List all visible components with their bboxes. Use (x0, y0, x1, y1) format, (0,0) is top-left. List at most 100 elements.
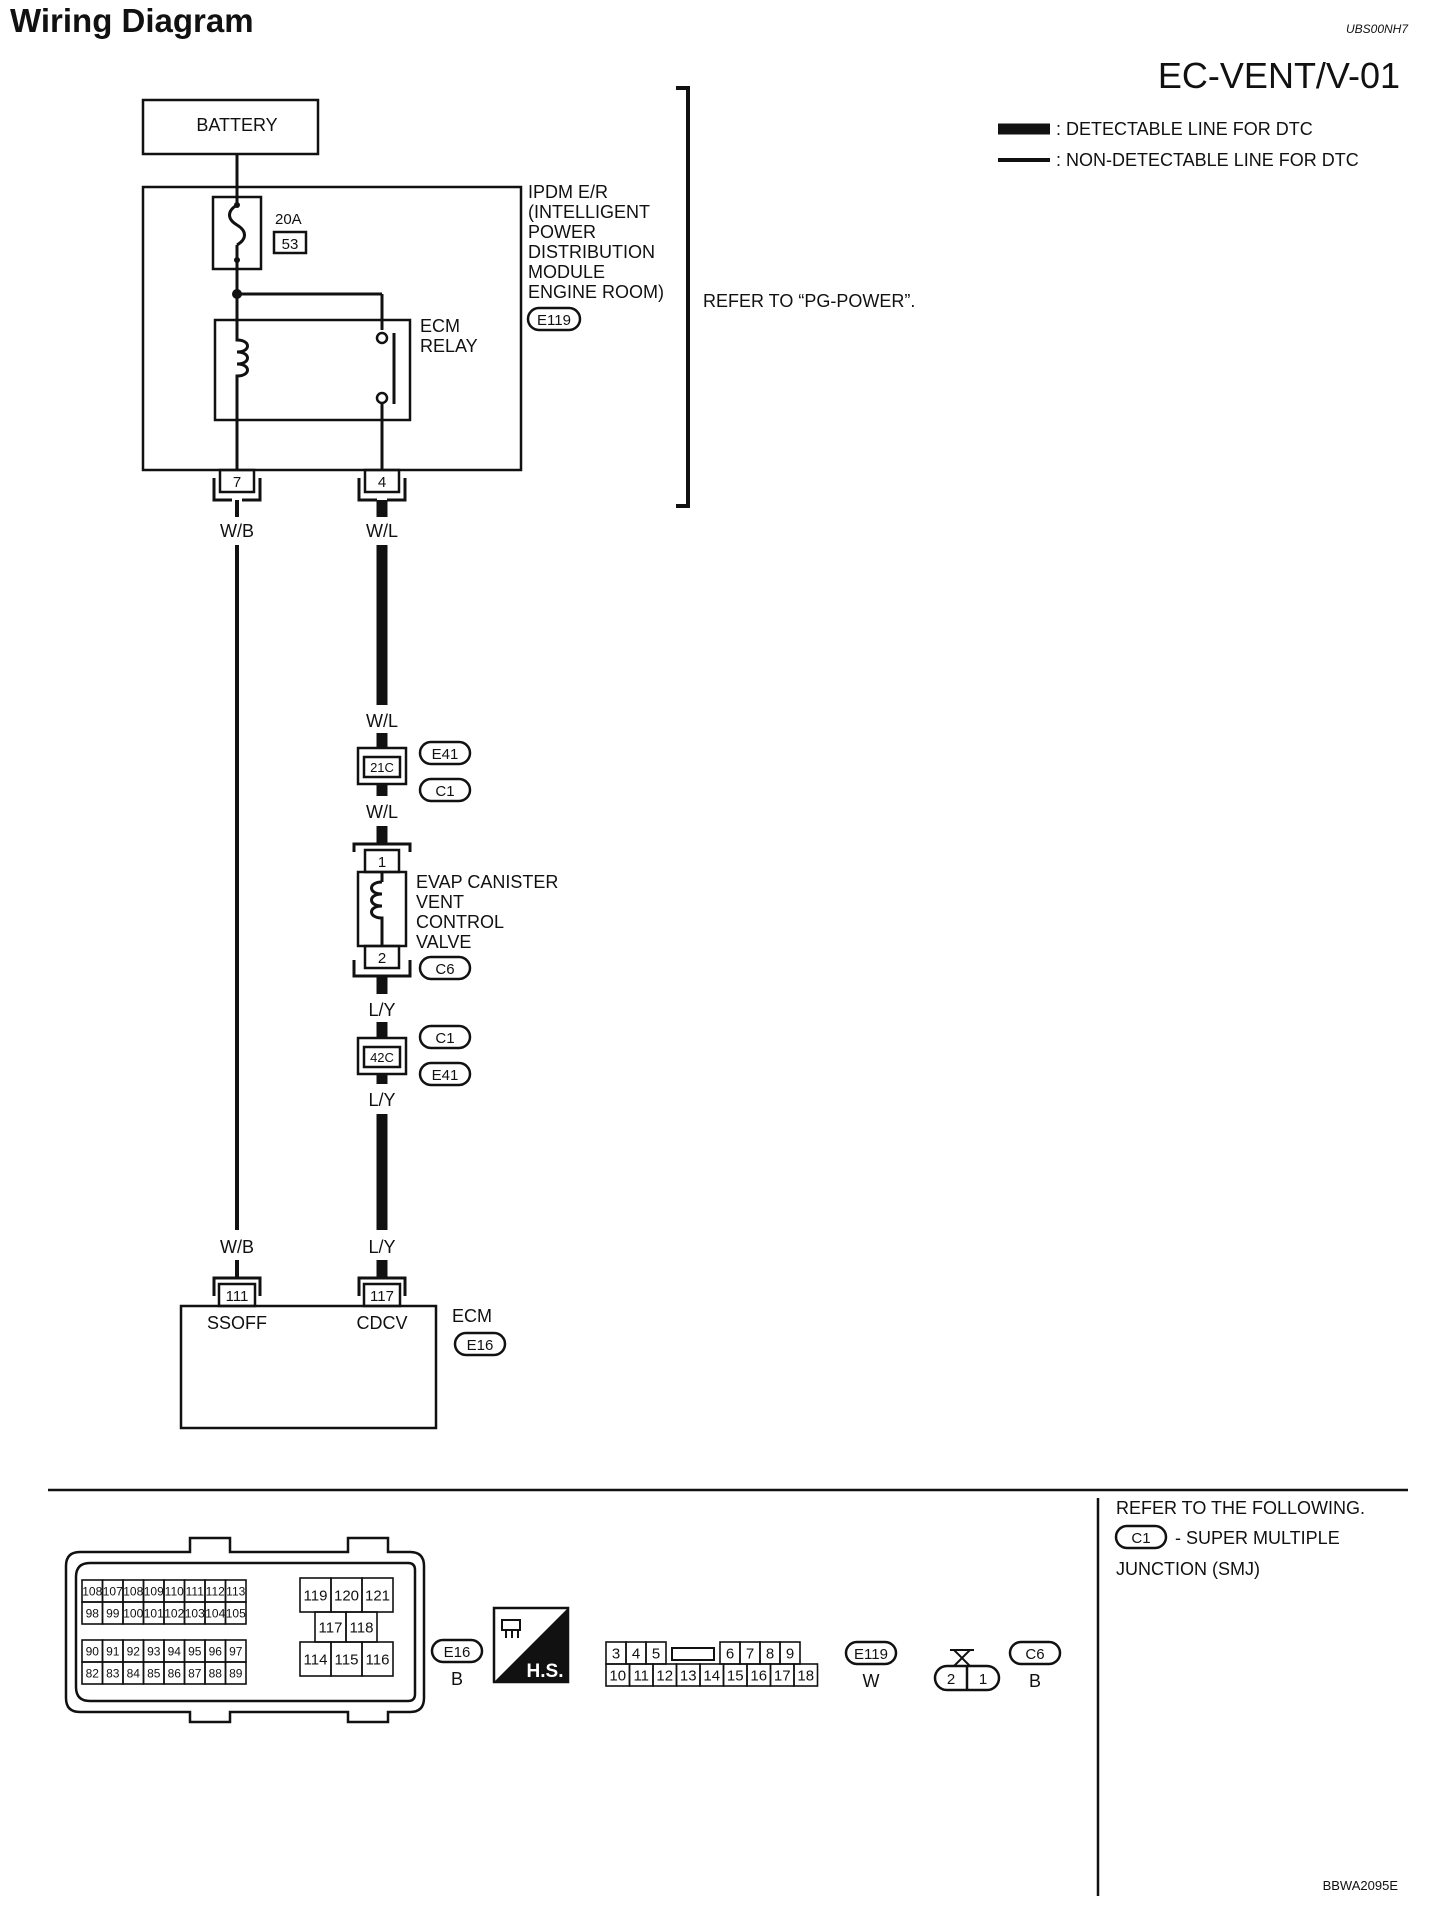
wire-color-wl-below: W/L (366, 802, 398, 822)
footer-smj-tag (1114, 1524, 1168, 1550)
battery-label: BATTERY (196, 115, 277, 135)
svg-text:7: 7 (233, 474, 241, 491)
ecm-pin-112: 112 (206, 1584, 225, 1598)
page-title: Wiring Diagram (10, 2, 254, 39)
fuse-icon (228, 203, 246, 247)
valve-solenoid-icon (370, 880, 384, 946)
ecm-pin-114: 114 (304, 1651, 328, 1668)
ecm-pin-85: 85 (147, 1666, 161, 1680)
ecm-pin-88: 88 (209, 1666, 223, 1680)
ecm-pin-89: 89 (229, 1666, 243, 1680)
ecm-pin-115: 115 (335, 1651, 359, 1668)
fuse-number: 53 (282, 236, 299, 253)
valve-connector-tag (418, 955, 472, 981)
battery-component: BATTERY (141, 98, 320, 156)
ipdm-pin-7: 7 (212, 468, 262, 502)
footer-refer-block: REFER TO THE FOLLOWING. C1 - SUPER MULTI… (1114, 1498, 1365, 1579)
e119-pin-6: 6 (726, 1645, 734, 1662)
ipdm-label-line1: IPDM E/R (528, 182, 608, 202)
e119-pin-17: 17 (774, 1667, 791, 1684)
e119-color: W (863, 1671, 880, 1691)
e119-pin-16: 16 (750, 1667, 767, 1684)
ecm-relay-box (213, 318, 412, 422)
wire-color-ly-above: L/Y (368, 1000, 395, 1020)
ecm-pin-105: 105 (226, 1606, 246, 1620)
ecm-terminal-ssoff: SSOFF (207, 1313, 267, 1333)
junction-42c-pin: 42C (370, 1050, 394, 1065)
e119-pin-7: 7 (746, 1645, 754, 1662)
svg-text:C6: C6 (435, 961, 454, 978)
e119-pin-15: 15 (727, 1667, 744, 1684)
junction-tag-e41-lower (418, 1061, 472, 1087)
ecm-pin-117: 117 (370, 1288, 394, 1305)
c6-pin-1: 1 (979, 1671, 987, 1688)
ecm-pin-87: 87 (188, 1666, 202, 1680)
ecm-pin-103: 103 (185, 1606, 205, 1620)
junction-21c-pin: 21C (370, 760, 394, 775)
ecm-connector-tag (453, 1331, 507, 1357)
c6-color: B (1029, 1671, 1041, 1691)
fuse-number-box (272, 230, 308, 255)
junction-21c: 21C E41 C1 (356, 740, 472, 803)
relay-label-line2: RELAY (420, 336, 478, 356)
e119-pin-13: 13 (680, 1667, 697, 1684)
ecm-pin-97: 97 (229, 1644, 243, 1658)
svg-text:C1: C1 (1131, 1530, 1150, 1547)
ecm-terminal-cdcv: CDCV (356, 1313, 407, 1333)
ecm-pin-111: 111 (226, 1288, 249, 1305)
ecm-pin-100: 100 (123, 1606, 143, 1620)
footer-smj-text2: JUNCTION (SMJ) (1116, 1559, 1260, 1579)
ecm-pin-116: 116 (366, 1651, 390, 1668)
c6-pin-2: 2 (947, 1671, 955, 1688)
ecm-pin-107: 107 (103, 1584, 123, 1598)
e119-pin-12: 12 (656, 1667, 673, 1684)
section-code: EC-VENT/V-01 (1158, 55, 1400, 96)
legend-non-detectable-label: : NON-DETECTABLE LINE FOR DTC (1056, 150, 1359, 170)
svg-text:C6: C6 (1025, 1646, 1044, 1663)
ecm-pin-84: 84 (127, 1666, 141, 1680)
fuse-rating: 20A (275, 211, 302, 228)
ipdm-label-line4: DISTRIBUTION (528, 242, 655, 262)
ecm-label: ECM (452, 1306, 492, 1326)
valve-label-line3: CONTROL (416, 912, 504, 932)
ecm-pin-90: 90 (86, 1644, 100, 1658)
e16-color: B (451, 1669, 463, 1689)
ecm-pin-99: 99 (106, 1606, 120, 1620)
svg-text:E41: E41 (432, 746, 459, 763)
ipdm-connector-tag (526, 306, 582, 332)
svg-text:E119: E119 (854, 1646, 888, 1663)
wire-color-wb-bottom: W/B (220, 1237, 254, 1257)
e119-keyway (671, 1647, 715, 1661)
ecm-pin-102: 102 (164, 1606, 184, 1620)
svg-text:E41: E41 (432, 1067, 459, 1084)
ipdm-box (141, 185, 523, 472)
harness-side-icon: H.S. (492, 1606, 570, 1684)
document-id: UBS00NH7 (1346, 22, 1409, 36)
ecm-pin-92: 92 (127, 1644, 141, 1658)
wire-color-wb-top: W/B (220, 521, 254, 541)
ecm-pin-98: 98 (86, 1606, 100, 1620)
ecm-pin-108: 108 (82, 1584, 102, 1598)
valve-label-line1: EVAP CANISTER (416, 872, 558, 892)
pg-power-bracket (676, 86, 690, 508)
ecm-pin-119: 119 (304, 1587, 328, 1604)
e119-pin-14: 14 (703, 1667, 720, 1684)
ecm-pin-101: 101 (144, 1606, 164, 1620)
ipdm-module: 20A 53 ECM RELAY IPDM E/R (INTELLIGENT P… (141, 182, 664, 472)
footer-smj-text: - SUPER MULTIPLE (1175, 1528, 1340, 1548)
ecm-pin-110: 110 (165, 1584, 184, 1598)
e119-connector-tag (844, 1640, 898, 1666)
ecm-pin-96: 96 (209, 1644, 223, 1658)
ecm-module: 111 117 SSOFF CDCV ECM E16 (179, 1276, 507, 1430)
ecm-pin-83: 83 (106, 1666, 120, 1680)
ipdm-pin-4: 4 (357, 468, 407, 502)
ecm-pin-117: 117 (319, 1619, 343, 1636)
hs-label: H.S. (527, 1661, 564, 1682)
ecm-pin-93: 93 (147, 1644, 161, 1658)
ecm-pin-113: 113 (226, 1584, 245, 1598)
ecm-pin-91: 91 (106, 1644, 120, 1658)
e119-pin-10: 10 (609, 1667, 626, 1684)
battery-box (141, 98, 320, 156)
